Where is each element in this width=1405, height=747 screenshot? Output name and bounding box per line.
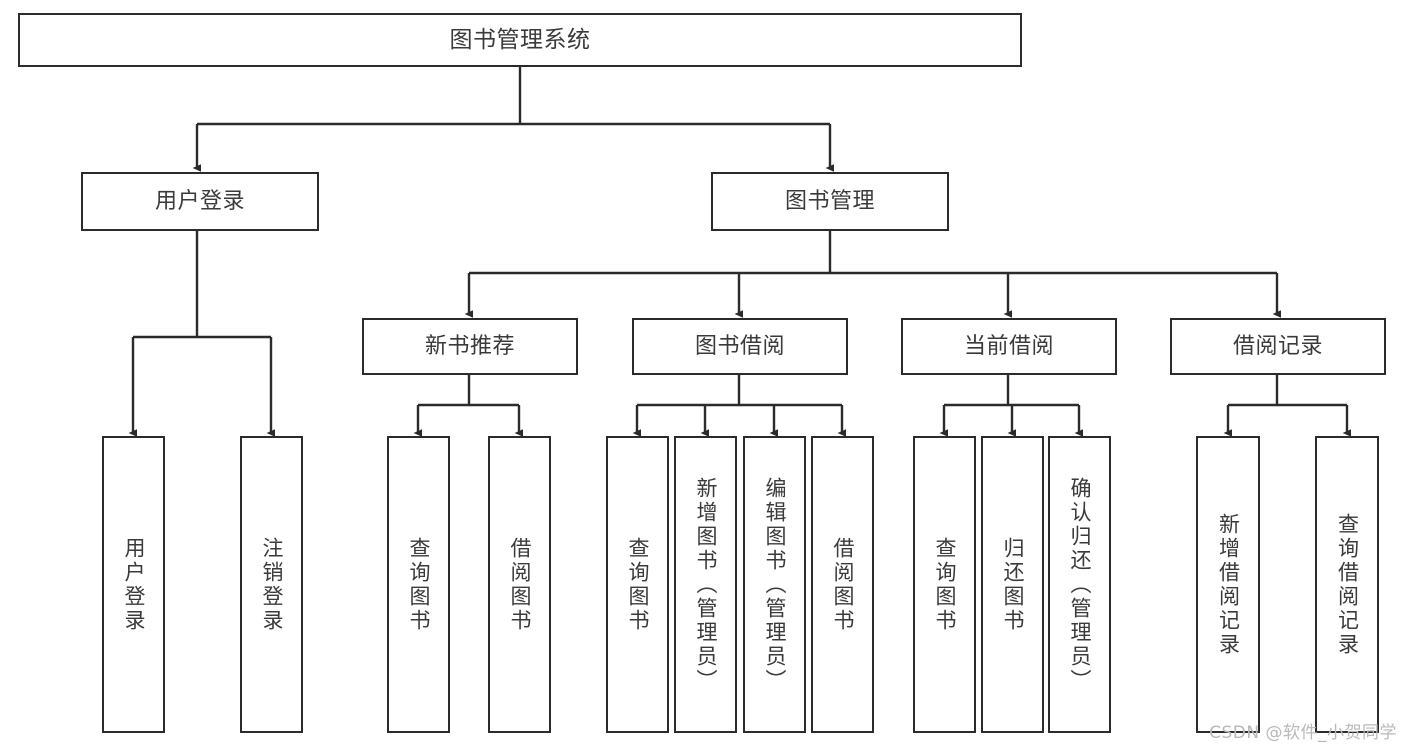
node-user-login[interactable]: 用户登录 [81, 172, 319, 231]
node-label: 查询图书 [933, 536, 957, 633]
node-label: 用户登录 [154, 188, 245, 214]
node-book-borrow[interactable]: 图书借阅 [632, 318, 848, 375]
node-label: 新增图书（管理员） [694, 476, 718, 693]
leaf-book-borrow-add[interactable]: 新增图书（管理员） [674, 436, 737, 733]
leaf-book-borrow-query[interactable]: 查询图书 [606, 436, 669, 733]
node-new-book-recommend[interactable]: 新书推荐 [362, 318, 578, 375]
node-label: 图书管理 [784, 188, 875, 214]
node-label: 编辑图书（管理员） [763, 476, 787, 693]
node-current-borrow[interactable]: 当前借阅 [901, 318, 1117, 375]
leaf-new-book-query[interactable]: 查询图书 [387, 436, 450, 733]
node-label: 查询图书 [626, 536, 650, 633]
node-label: 确认归还（管理员） [1068, 476, 1092, 693]
node-root-book-management-system[interactable]: 图书管理系统 [18, 13, 1022, 67]
leaf-book-borrow-edit[interactable]: 编辑图书（管理员） [743, 436, 806, 733]
node-label: 注销登录 [260, 536, 284, 633]
node-label: 当前借阅 [963, 333, 1054, 359]
node-label: 借阅图书 [831, 536, 855, 633]
node-label: 查询图书 [407, 536, 431, 633]
node-label: 归还图书 [1001, 536, 1025, 633]
node-label: 新书推荐 [424, 333, 515, 359]
node-label: 查询借阅记录 [1335, 512, 1360, 657]
node-label: 图书管理系统 [449, 26, 591, 53]
leaf-user-login-signout[interactable]: 注销登录 [240, 436, 303, 733]
node-borrow-record[interactable]: 借阅记录 [1170, 318, 1386, 375]
leaf-user-login-signin[interactable]: 用户登录 [102, 436, 165, 733]
leaf-book-borrow-lend[interactable]: 借阅图书 [811, 436, 874, 733]
node-label: 用户登录 [122, 536, 146, 633]
node-label: 新增借阅记录 [1216, 512, 1241, 657]
leaf-current-borrow-confirm-return[interactable]: 确认归还（管理员） [1048, 436, 1111, 733]
leaf-current-borrow-return[interactable]: 归还图书 [981, 436, 1044, 733]
leaf-current-borrow-query[interactable]: 查询图书 [913, 436, 976, 733]
node-label: 借阅图书 [508, 536, 532, 633]
node-label: 图书借阅 [694, 333, 785, 359]
node-label: 借阅记录 [1232, 333, 1323, 359]
node-book-management[interactable]: 图书管理 [711, 172, 949, 231]
leaf-new-book-borrow[interactable]: 借阅图书 [488, 436, 551, 733]
leaf-borrow-record-add[interactable]: 新增借阅记录 [1196, 436, 1260, 733]
leaf-borrow-record-query[interactable]: 查询借阅记录 [1315, 436, 1379, 733]
